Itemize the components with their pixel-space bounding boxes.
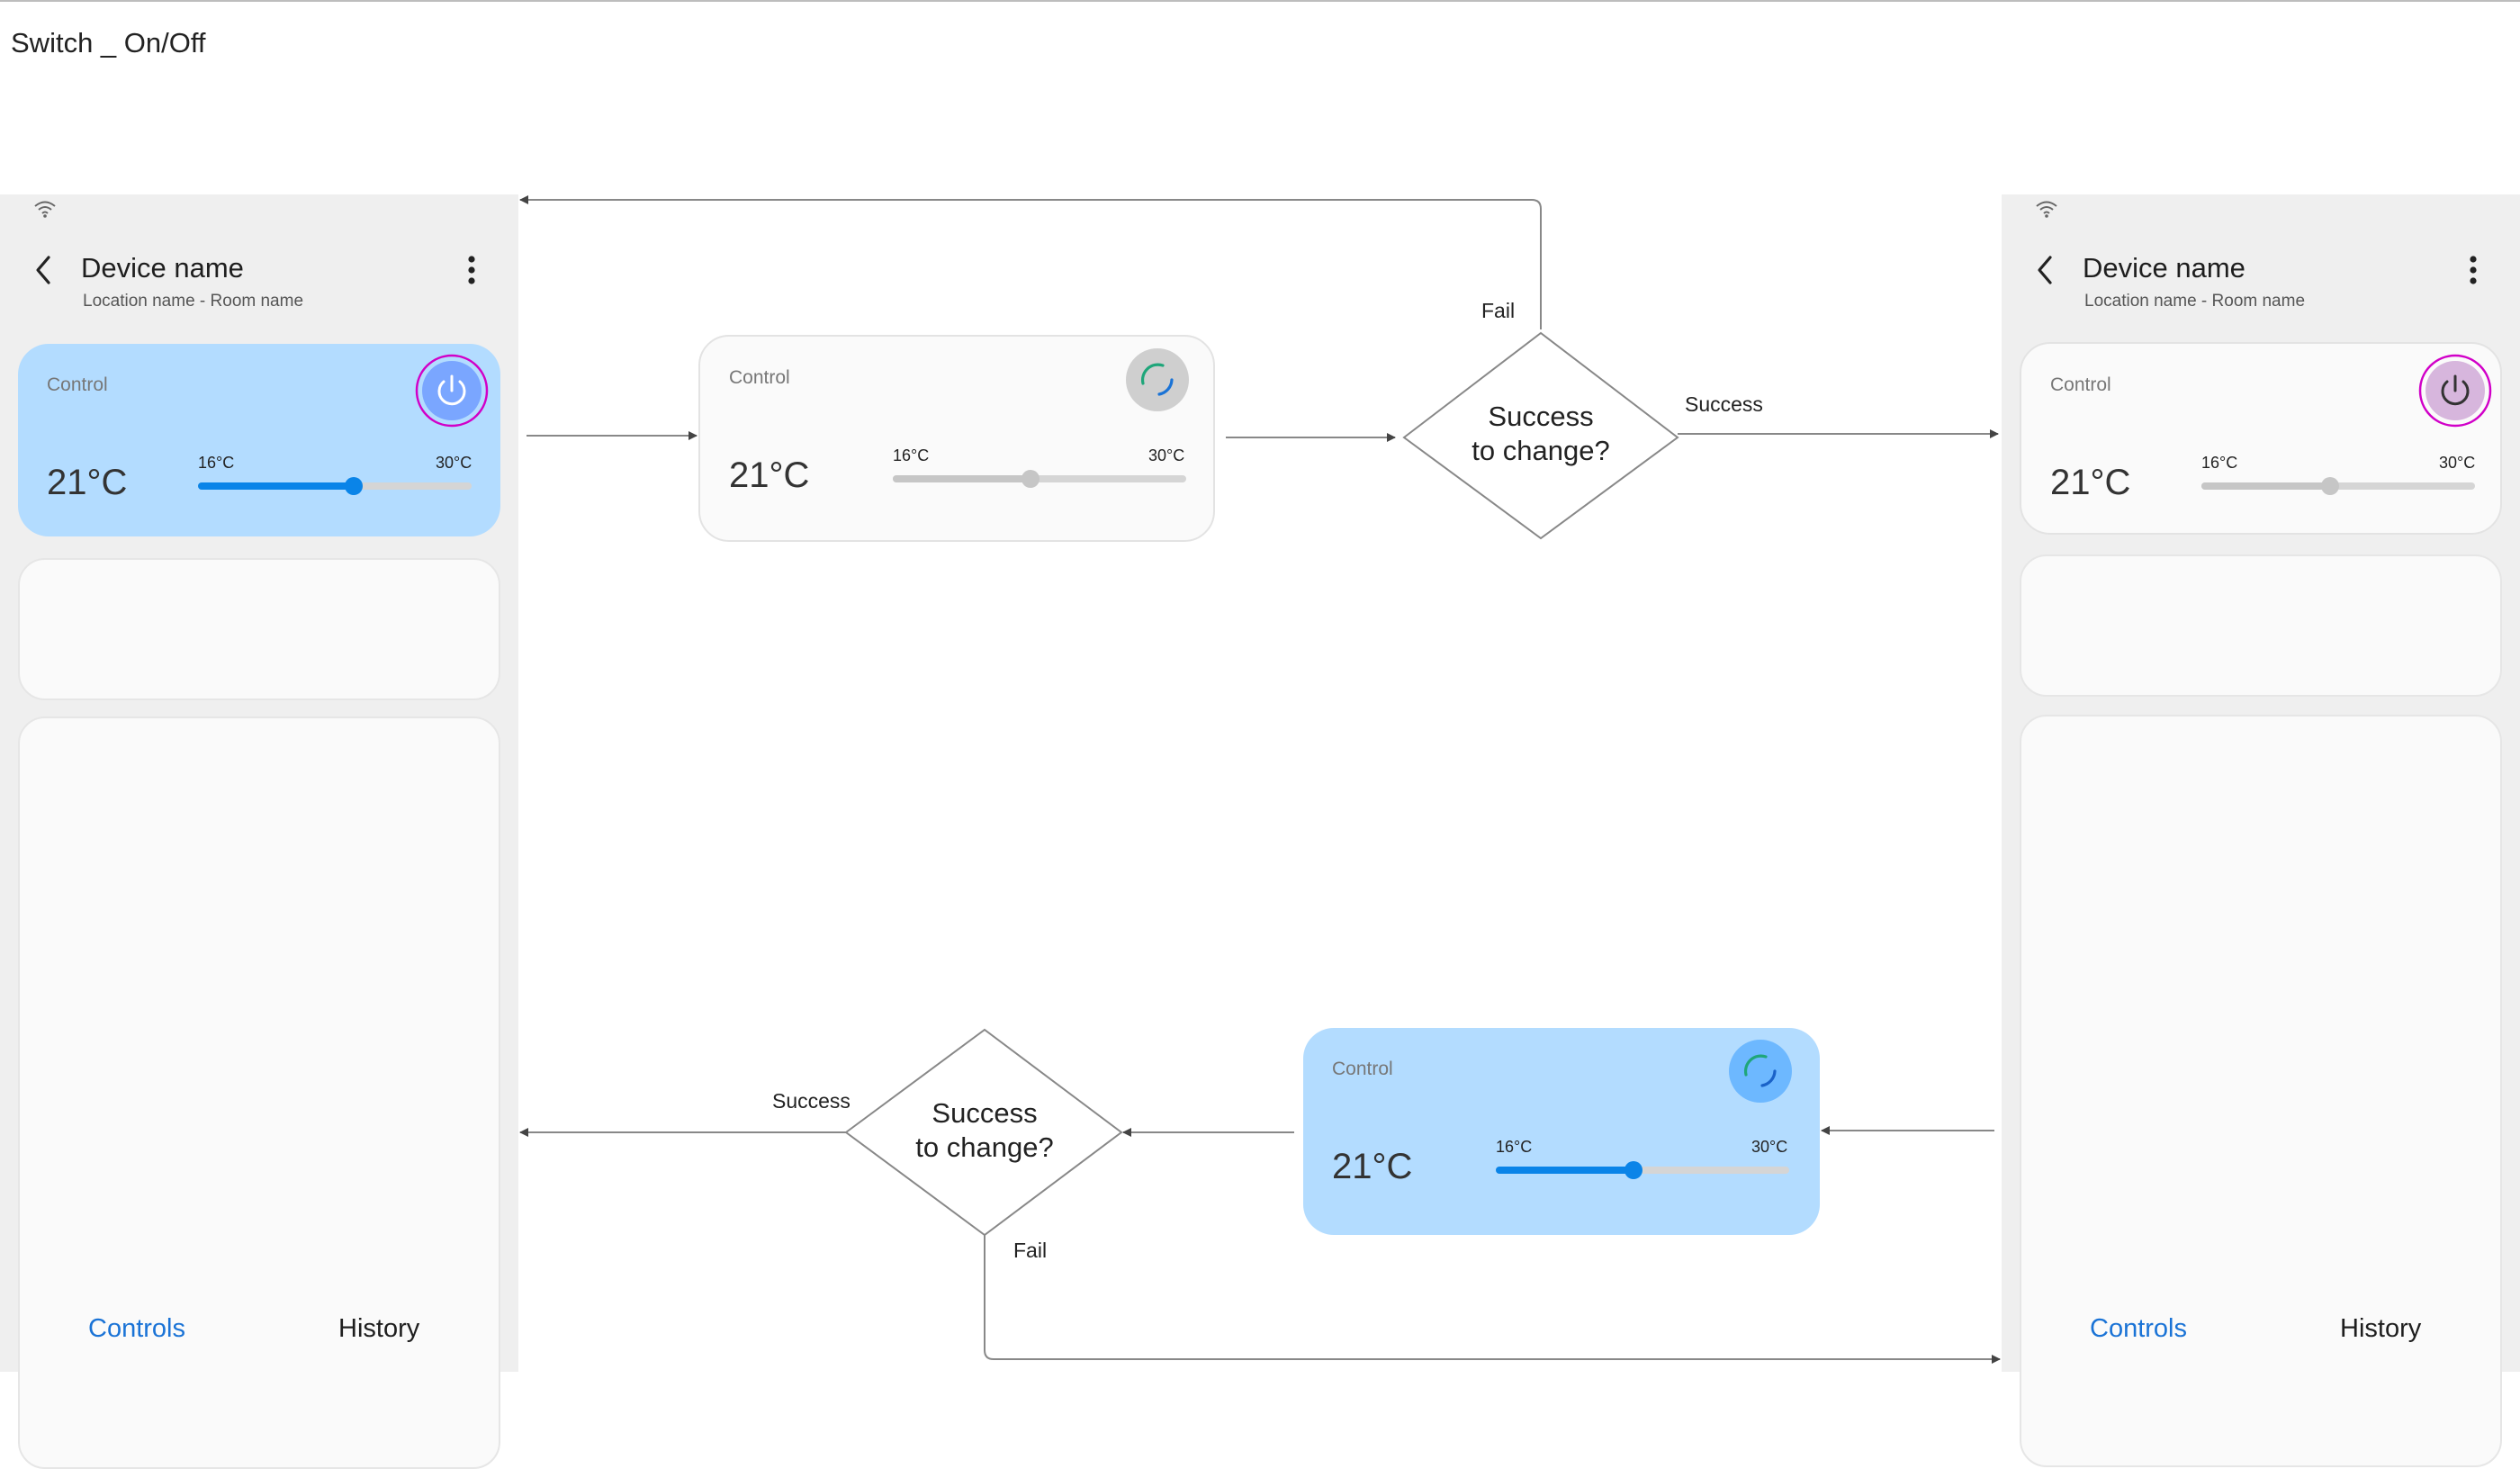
- device-location: Location name - Room name: [2084, 292, 2306, 311]
- temperature-slider[interactable]: [2201, 477, 2475, 495]
- slider-thumb: [1022, 470, 1040, 488]
- temperature-slider: [1496, 1161, 1789, 1179]
- slider-fill: [893, 475, 1031, 482]
- control-card[interactable]: Control 21°C 16°C 30°C: [18, 344, 500, 536]
- phone-screen-result: Device name Location name - Room name Co…: [2002, 194, 2520, 1467]
- slider-max-label: 30°C: [436, 454, 472, 472]
- device-name: Device name: [81, 252, 244, 284]
- phone-screen-initial: Device name Location name - Room name Co…: [0, 194, 518, 1469]
- empty-card-large: [2020, 715, 2502, 1467]
- temperature-value: 21°C: [47, 463, 128, 502]
- control-label: Control: [1332, 1059, 1393, 1079]
- power-icon: [437, 374, 466, 406]
- slider-min-label: 16°C: [198, 454, 235, 472]
- page-title: Switch _ On/Off: [11, 27, 206, 59]
- wifi-icon: [34, 201, 56, 218]
- loading-spinner-icon: [1126, 348, 1189, 411]
- success-label: Success: [1685, 392, 1763, 416]
- empty-card-large: [18, 716, 500, 1469]
- fail-label: Fail: [1481, 299, 1516, 322]
- slider-fill: [2201, 482, 2330, 490]
- temperature-value: 21°C: [1332, 1147, 1413, 1186]
- tab-history[interactable]: History: [338, 1314, 420, 1343]
- slider-thumb[interactable]: [2320, 477, 2339, 495]
- flow-arrow-fail: [519, 195, 1542, 329]
- tab-controls[interactable]: Controls: [88, 1314, 185, 1343]
- success-label: Success: [772, 1089, 850, 1113]
- slider-max-label: 30°C: [1751, 1138, 1788, 1156]
- tab-controls[interactable]: Controls: [2090, 1314, 2187, 1343]
- device-location: Location name - Room name: [83, 292, 304, 311]
- decision-diamond: [844, 1028, 1123, 1237]
- control-label: Control: [729, 367, 790, 388]
- slider-fill: [198, 482, 355, 490]
- more-vert-icon[interactable]: [455, 252, 488, 288]
- back-arrow-icon[interactable]: [2030, 252, 2061, 288]
- slider-thumb: [1624, 1161, 1643, 1179]
- control-label: Control: [47, 374, 108, 395]
- control-label: Control: [2050, 374, 2111, 395]
- slider-min-label: 16°C: [1496, 1138, 1533, 1156]
- decision-diamond: [1402, 331, 1679, 540]
- slider-thumb[interactable]: [345, 477, 364, 495]
- flow-arrow-fail: [984, 1235, 2001, 1364]
- empty-card: [18, 558, 500, 700]
- device-name: Device name: [2083, 252, 2246, 284]
- wifi-icon: [2036, 201, 2057, 218]
- temperature-value: 21°C: [729, 455, 810, 495]
- control-card[interactable]: Control 21°C 16°C 30°C: [2020, 342, 2502, 535]
- slider-min-label: 16°C: [893, 446, 930, 464]
- slider-max-label: 30°C: [1148, 446, 1185, 464]
- slider-min-label: 16°C: [2201, 454, 2238, 472]
- top-border: [0, 0, 2520, 2]
- temperature-value: 21°C: [2050, 463, 2131, 502]
- tab-history[interactable]: History: [2340, 1314, 2422, 1343]
- control-card-loading: Control 21°C 16°C 30°C: [1303, 1028, 1820, 1235]
- power-button[interactable]: [2408, 344, 2502, 437]
- control-card-loading: Control 21°C 16°C 30°C: [698, 335, 1215, 542]
- loading-spinner-icon: [1729, 1040, 1792, 1103]
- more-vert-icon[interactable]: [2457, 252, 2489, 288]
- slider-max-label: 30°C: [2439, 454, 2476, 472]
- temperature-slider[interactable]: [198, 477, 472, 495]
- empty-card: [2020, 554, 2502, 697]
- back-arrow-icon[interactable]: [29, 252, 59, 288]
- temperature-slider: [893, 470, 1186, 488]
- slider-fill: [1496, 1167, 1634, 1174]
- flow-connectors: [519, 195, 2001, 1364]
- power-button[interactable]: [405, 344, 499, 437]
- fail-label: Fail: [1013, 1239, 1048, 1262]
- power-icon: [2441, 374, 2470, 406]
